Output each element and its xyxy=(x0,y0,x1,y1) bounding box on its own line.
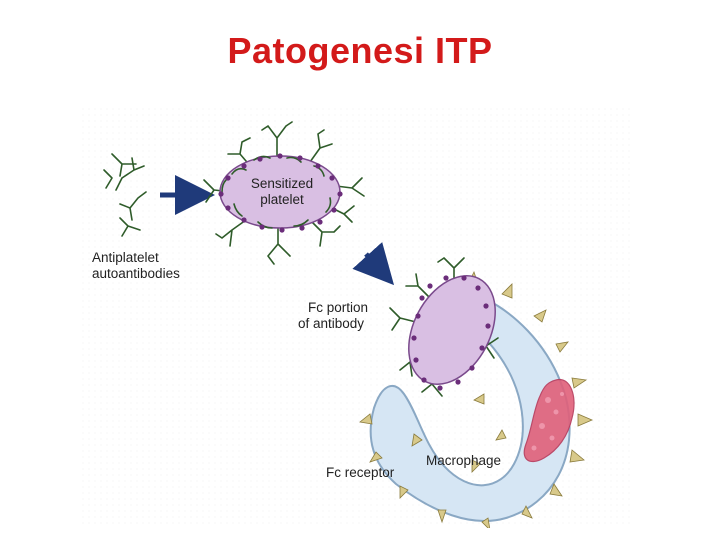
sensitized-platelet-group: Sensitized platelet xyxy=(203,121,365,265)
fc-portion-label-line2: of antibody xyxy=(298,316,364,331)
fc-portion-label-line1: Fc portion xyxy=(308,300,368,315)
macrophage-group xyxy=(359,270,594,528)
arrow-to-macrophage xyxy=(352,242,395,286)
macrophage-label: Macrophage xyxy=(426,453,501,468)
antiplatelet-label-line2: autoantibodies xyxy=(92,266,180,281)
itp-pathogenesis-diagram: Sensitized platelet Antiplatelet autoant… xyxy=(82,108,634,528)
fc-receptor-label: Fc receptor xyxy=(326,465,395,480)
slide-title: Patogenesi ITP xyxy=(227,30,493,71)
phagosome xyxy=(523,378,575,463)
free-autoantibodies xyxy=(103,153,147,237)
sensitized-label-line2: platelet xyxy=(260,192,304,207)
sensitized-label-line1: Sensitized xyxy=(251,176,313,191)
antiplatelet-label-line1: Antiplatelet xyxy=(92,250,159,265)
macrophage-cell xyxy=(369,288,571,522)
bound-platelet-group xyxy=(389,257,499,397)
